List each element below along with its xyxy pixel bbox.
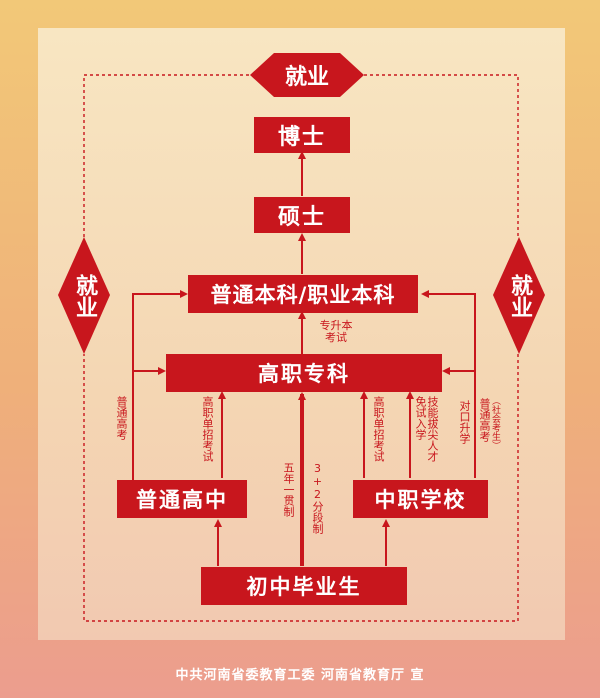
vs-single-exam-label: 高职单招考试 bbox=[372, 396, 385, 462]
employment-left-diamond: 就业 bbox=[58, 237, 110, 354]
junior-graduate-box: 初中毕业生 bbox=[201, 567, 407, 605]
doctor-box: 博士 bbox=[254, 117, 350, 153]
employment-top-label: 就业 bbox=[284, 65, 329, 90]
vocational-school-box: 中职学校 bbox=[353, 480, 488, 518]
employment-right-diamond: 就业 bbox=[493, 237, 545, 354]
employment-left-label: 就业 bbox=[72, 273, 97, 318]
master-box: 硕士 bbox=[254, 197, 350, 233]
five-year-label: 五年一贯制 bbox=[282, 462, 295, 517]
high-school-box: 普通高中 bbox=[117, 480, 247, 518]
social-candidate-label: （社会考生） bbox=[490, 396, 500, 450]
vocational-college-box: 高职专科 bbox=[166, 354, 442, 392]
hs-single-exam-label: 高职单招考试 bbox=[201, 396, 214, 462]
counterpart-promotion-label: 对口升学 bbox=[458, 400, 471, 444]
footer-publisher: 中共河南省委教育工委 河南省教育厅 宣 bbox=[175, 668, 425, 683]
exempt-admission-label: 技能拔尖人才免试入学 bbox=[414, 396, 439, 462]
left-gaokao-label: 普通高考 bbox=[115, 396, 128, 440]
right-gaokao-label: 普通高考 bbox=[478, 398, 491, 442]
employment-top-diamond: 就业 bbox=[250, 53, 364, 97]
bachelor-box: 普通本科/职业本科 bbox=[188, 275, 418, 313]
three-two-label: 3+2分段制 bbox=[311, 462, 324, 534]
upgrade-exam-label: 专升本考试 bbox=[319, 319, 353, 344]
employment-right-label: 就业 bbox=[507, 273, 532, 318]
